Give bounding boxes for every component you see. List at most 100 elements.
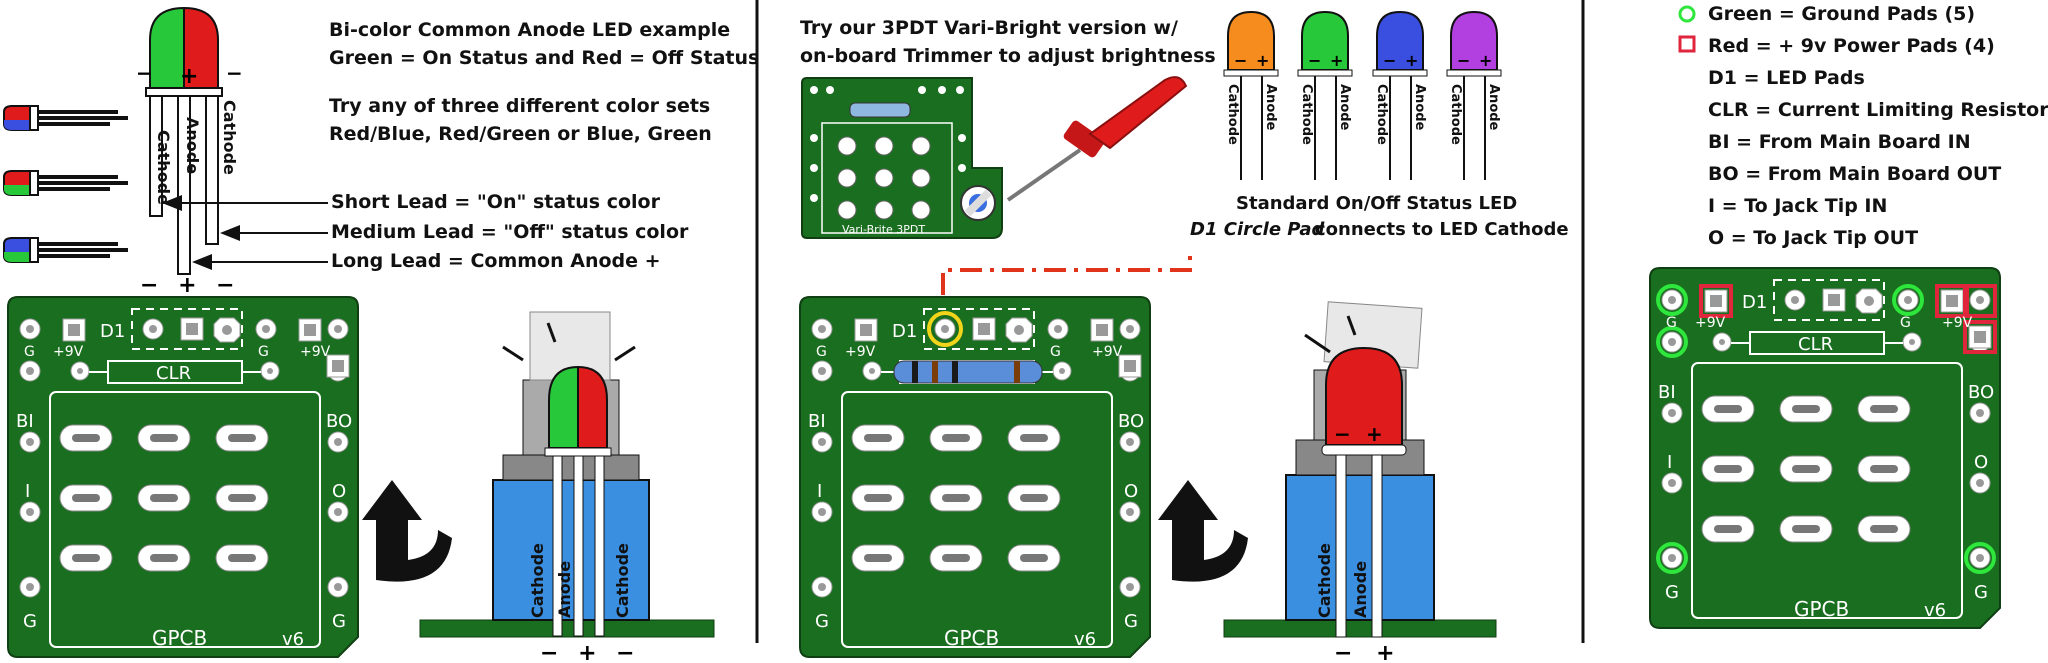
pcb-9v-label-right: +9V <box>300 344 331 360</box>
pcb-bi-label: BI <box>16 411 34 432</box>
ground-legend-icon <box>1678 5 1696 23</box>
legend-red: Red = + 9v Power Pads (4) <box>1708 35 1995 57</box>
arrow-short-lead <box>162 195 328 211</box>
power-legend-icon <box>1678 35 1696 53</box>
pcb-mid-9v-right: +9V <box>1092 344 1123 360</box>
led-plus: + <box>180 64 198 89</box>
led-blue-minus: − <box>1383 51 1396 70</box>
pcb-mid-g: G <box>816 344 827 360</box>
pcb-right-d1: D1 <box>1742 292 1767 313</box>
status-led-title: Standard On/Off Status LED <box>1236 193 1517 214</box>
ground-pad-g-bottom-left <box>1656 542 1688 574</box>
pcb-mid-bi: BI <box>808 411 826 432</box>
legend-bi: BI = From Main Board IN <box>1708 131 1971 153</box>
medium-lead-label: Medium Lead = "Off" status color <box>331 221 689 243</box>
switch-lead-cathode-right: Cathode <box>613 543 632 618</box>
led-orange-plus: + <box>1256 51 1269 70</box>
pcb-right-g-bottom-left: G <box>1665 582 1679 603</box>
led-purple-minus: − <box>1457 51 1470 70</box>
pcb-right-bi: BI <box>1658 382 1676 403</box>
pcb-name: GPCB <box>152 626 207 650</box>
led-purple-plus: + <box>1479 51 1492 70</box>
pcb-mid-o: O <box>1124 481 1138 502</box>
pcb-mid-i: I <box>817 481 822 502</box>
power-pad-top-right <box>1963 284 1997 318</box>
circle-pad-emphasis: D1 Circle Pad <box>1190 219 1325 240</box>
led-green-anode: Anode <box>1337 84 1352 131</box>
pcb-mid-9v: +9V <box>845 344 876 360</box>
pcb-mid-g-bottom-left: G <box>815 611 829 632</box>
led-orange: − + Cathode Anode <box>1223 10 1279 180</box>
pcb-board-right: D1 G +9V G +9V CLR BI BO I O G G GPCB v6 <box>1649 267 2001 629</box>
pcb-right-clr: CLR <box>1798 334 1833 355</box>
left-try-line2: Red/Blue, Red/Green or Blue, Green <box>329 123 712 145</box>
lead-label-cathode-left: Cathode <box>154 130 173 205</box>
pcb-right-bo: BO <box>1968 382 1994 403</box>
left-line2: Green = On Status and Red = Off Status <box>329 47 759 69</box>
mid-led-plus: + <box>1366 422 1383 446</box>
polarity-row: − + − <box>140 273 241 298</box>
vari-brite-label: Vari-Brite 3PDT <box>842 223 925 236</box>
ground-pad-g-top-left <box>1656 284 1688 316</box>
rotate-arrow-left <box>362 480 452 582</box>
small-led-red-blue <box>3 105 128 131</box>
pcb-board-left: D1 G +9V G +9V CLR BI BO I O G G GPCB v6 <box>7 296 359 658</box>
pcb-i-label: I <box>25 481 30 502</box>
lead-label-cathode-right: Cathode <box>220 100 239 175</box>
dash-connector <box>941 248 1192 295</box>
led-orange-anode: Anode <box>1263 84 1278 131</box>
left-try-line1: Try any of three different color sets <box>329 95 710 117</box>
mid-switch-cathode: Cathode <box>1315 543 1334 618</box>
vari-brite-board: Vari-Brite 3PDT <box>801 77 1003 239</box>
pcb-9v-label: +9V <box>53 344 84 360</box>
mid-switch-anode: Anode <box>1351 561 1370 618</box>
arrow-long-lead <box>192 254 328 270</box>
pcb-o-label: O <box>332 481 346 502</box>
led-blue: − + Cathode Anode <box>1372 10 1428 180</box>
circle-pad-rest: connects to LED Cathode <box>1315 219 1569 240</box>
pcb-d1-label: D1 <box>100 321 125 342</box>
pcb-clr-label: CLR <box>156 363 191 384</box>
led-purple: − + Cathode Anode <box>1446 10 1502 180</box>
legend-i: I = To Jack Tip IN <box>1708 195 1887 217</box>
ground-pad-g-bottom-right <box>1964 542 1996 574</box>
legend: Green = Ground Pads (5) Red = + 9v Power… <box>1678 3 2048 249</box>
legend-d1: D1 = LED Pads <box>1708 67 1865 89</box>
pcb-right-o: O <box>1974 452 1988 473</box>
pcb-board-middle: D1 G +9V G +9V BI BO I O G G GPCB v6 <box>799 296 1151 658</box>
long-lead-label: Long Lead = Common Anode + <box>331 250 661 272</box>
pcb-mid-d1: D1 <box>892 321 917 342</box>
legend-clr: CLR = Current Limiting Resistor <box>1708 99 2048 121</box>
mid-led-minus: − <box>1334 422 1351 446</box>
legend-o: O = To Jack Tip OUT <box>1708 227 1918 249</box>
led-green: − + Cathode Anode <box>1297 10 1353 180</box>
small-led-red-green <box>3 170 128 196</box>
led-green-plus: + <box>1330 51 1343 70</box>
arrow-medium-lead <box>220 225 328 241</box>
pcb-right-9v-right: +9V <box>1942 315 1973 331</box>
lead-label-anode: Anode <box>183 117 202 174</box>
switch-lead-cathode-left: Cathode <box>528 543 547 618</box>
pcb-right-i: I <box>1667 452 1672 473</box>
led-orange-cathode: Cathode <box>1225 84 1240 145</box>
led-blue-cathode: Cathode <box>1374 84 1389 145</box>
ground-pad-g-left <box>1656 326 1688 358</box>
pcb-right-g: G <box>1666 315 1677 331</box>
pcb-g-bottom-right: G <box>332 611 346 632</box>
power-pad-side-right <box>1963 320 1997 354</box>
pcb-bo-label: BO <box>326 411 352 432</box>
led-purple-cathode: Cathode <box>1448 84 1463 145</box>
led-green-minus: − <box>1308 51 1321 70</box>
led-blue-plus: + <box>1405 51 1418 70</box>
pcb-right-version: v6 <box>1924 600 1946 621</box>
pcb-right-9v: +9V <box>1695 315 1726 331</box>
mid-title1: Try our 3PDT Vari-Bright version w/ <box>800 17 1178 39</box>
left-panel: Bi-color Common Anode LED example Green … <box>3 6 759 663</box>
switch-lead-anode: Anode <box>555 561 574 618</box>
right-panel: Green = Ground Pads (5) Red = + 9v Power… <box>1649 3 2048 629</box>
pcb-mid-name: GPCB <box>944 626 999 650</box>
switch-assembly-middle: − + Cathode Anode − + <box>1158 301 1497 663</box>
pcb-g-label: G <box>24 344 35 360</box>
d1-circle-pad-highlight <box>927 311 963 347</box>
